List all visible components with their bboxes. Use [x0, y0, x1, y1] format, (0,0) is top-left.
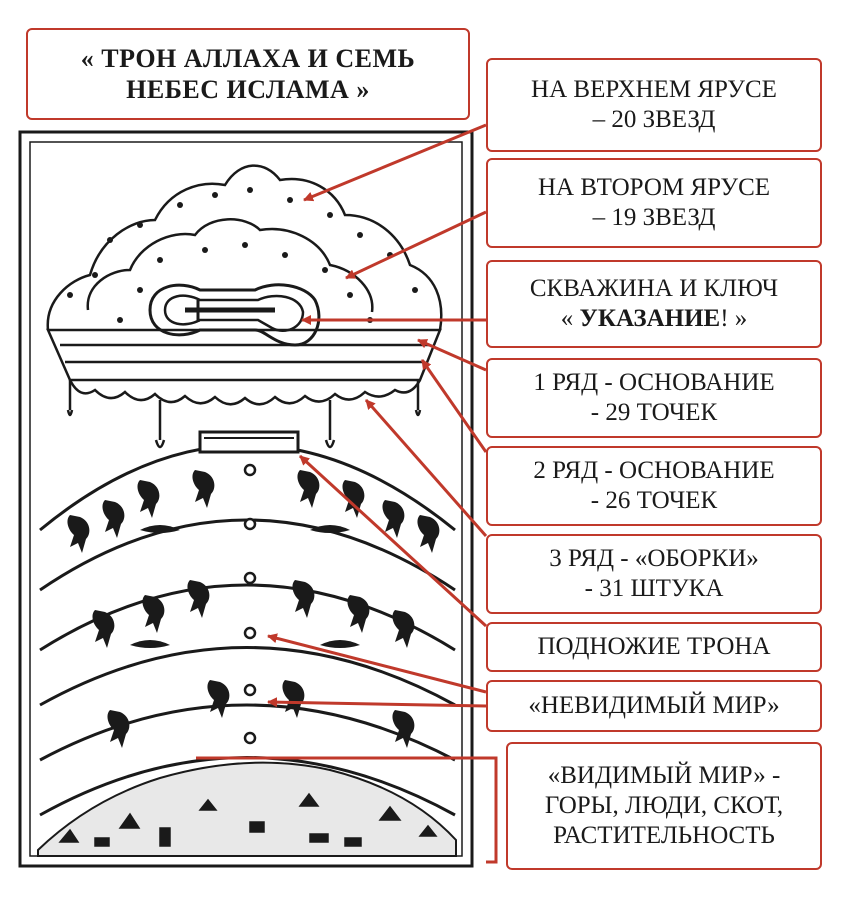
- throne-canopy: [46, 164, 443, 449]
- label-invisible-world-line-1: «НЕВИДИМЫЙ МИР»: [528, 692, 780, 719]
- label-keyhole-line-1: СКВАЖИНА И КЛЮЧ: [529, 275, 779, 302]
- label-visible-world: «ВИДИМЫЙ МИР» - ГОРЫ, ЛЮДИ, СКОТ, РАСТИТ…: [506, 742, 822, 870]
- arrow-footstool: [298, 454, 488, 628]
- label-keyhole: СКВАЖИНА И КЛЮЧ « УКАЗАНИЕ! »: [486, 260, 822, 348]
- label-row-1-line-1: 1 РЯД - ОСНОВАНИЕ: [533, 369, 775, 396]
- visible-world-hill: [37, 761, 457, 857]
- label-visible-world-line-2: ГОРЫ, ЛЮДИ, СКОТ,: [544, 792, 784, 819]
- arrow-second-tier: [345, 210, 487, 280]
- label-keyhole-emphasis: УКАЗАНИЕ: [579, 305, 721, 332]
- label-visible-world-line-1: «ВИДИМЫЙ МИР» -: [547, 762, 781, 789]
- label-upper-tier: НА ВЕРХНЕМ ЯРУСЕ – 20 ЗВЕЗД: [486, 58, 822, 152]
- label-row-2: 2 РЯД - ОСНОВАНИЕ - 26 ТОЧЕК: [486, 446, 822, 526]
- title-line-2: НЕБЕС ИСЛАМА »: [126, 75, 370, 104]
- label-keyhole-quote-close: ! »: [720, 305, 748, 332]
- label-upper-tier-line-2: – 20 ЗВЕЗД: [592, 106, 716, 133]
- diagram-title: « ТРОН АЛЛАХА И СЕМЬ НЕБЕС ИСЛАМА »: [26, 28, 470, 120]
- arrow-invisible-2: [267, 697, 487, 708]
- hill-texture: [58, 792, 438, 847]
- heaven-dots: [243, 463, 257, 745]
- arrow-row-1: [417, 338, 487, 372]
- angel-figures: [67, 470, 440, 748]
- label-second-tier: НА ВТОРОМ ЯРУСЕ – 19 ЗВЕЗД: [486, 158, 822, 248]
- label-keyhole-line-2: « УКАЗАНИЕ! »: [561, 304, 748, 334]
- label-row-1-line-2: - 29 ТОЧЕК: [590, 399, 718, 426]
- label-row-3-line-1: 3 РЯД - «ОБОРКИ»: [549, 545, 759, 572]
- label-upper-tier-line-1: НА ВЕРХНЕМ ЯРУСЕ: [531, 76, 777, 103]
- connector-arrows: [196, 123, 498, 864]
- label-visible-world-line-3: РАСТИТЕЛЬНОСТЬ: [553, 822, 775, 849]
- label-second-tier-line-1: НА ВТОРОМ ЯРУСЕ: [537, 174, 771, 201]
- throne-footstool: [198, 430, 300, 454]
- label-row-3: 3 РЯД - «ОБОРКИ» - 31 ШТУКА: [486, 534, 822, 614]
- label-row-3-line-2: - 31 ШТУКА: [584, 575, 724, 602]
- label-invisible-world: «НЕВИДИМЫЙ МИР»: [486, 680, 822, 732]
- label-footstool: ПОДНОЖИЕ ТРОНА: [486, 622, 822, 672]
- outer-frame: [18, 130, 474, 868]
- title-line-1: « ТРОН АЛЛАХА И СЕМЬ: [80, 43, 416, 73]
- arrow-invisible-1: [267, 633, 487, 694]
- visible-world-bracket: [196, 756, 498, 864]
- label-second-tier-line-2: – 19 ЗВЕЗД: [592, 204, 716, 231]
- arrow-upper-tier: [303, 123, 487, 202]
- label-footstool-line-1: ПОДНОЖИЕ ТРОНА: [537, 633, 771, 660]
- arrow-row-2: [420, 359, 488, 453]
- label-row-2-line-2: - 26 ТОЧЕК: [590, 487, 718, 514]
- label-keyhole-quote-open: «: [560, 305, 580, 332]
- label-row-1: 1 РЯД - ОСНОВАНИЕ - 29 ТОЧЕК: [486, 358, 822, 438]
- arrow-row-3: [364, 399, 488, 537]
- label-row-2-line-1: 2 РЯД - ОСНОВАНИЕ: [533, 457, 775, 484]
